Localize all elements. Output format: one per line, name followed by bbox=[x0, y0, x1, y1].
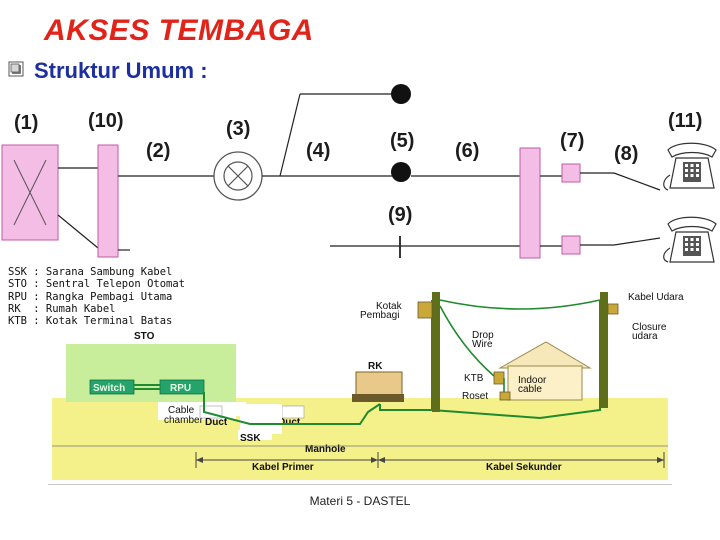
label-6: (6) bbox=[455, 140, 480, 162]
label-4: (4) bbox=[306, 140, 331, 162]
footer-text: Materi 5 - DASTEL bbox=[309, 494, 411, 508]
duct-box bbox=[281, 405, 305, 419]
secondary-cable bbox=[431, 300, 601, 420]
roset-box bbox=[561, 235, 581, 255]
manhole bbox=[240, 404, 282, 434]
bullet-icon bbox=[8, 61, 24, 77]
label-5: (5) bbox=[390, 130, 415, 152]
indoor-cable-label: cable bbox=[518, 384, 542, 395]
sto-building bbox=[66, 344, 236, 402]
subtitle: Struktur Umum : bbox=[34, 58, 208, 83]
slide-title: AKSES TEMBAGA bbox=[44, 14, 314, 47]
legend-item: KTB : Kotak Terminal Batas bbox=[8, 315, 173, 328]
switch-label: Switch bbox=[93, 383, 125, 394]
kotak-pembagi-label: Kotak bbox=[376, 301, 403, 312]
label-10: (10) bbox=[88, 110, 124, 132]
junction-dot bbox=[391, 162, 411, 182]
cable-line bbox=[613, 172, 661, 191]
label-1: (1) bbox=[14, 112, 39, 134]
rk-base bbox=[352, 394, 404, 402]
ktb-label: KTB bbox=[464, 373, 484, 384]
pole bbox=[600, 292, 608, 408]
ssk-label: SSK bbox=[240, 433, 261, 444]
sto-label: STO bbox=[134, 331, 155, 342]
label-9: (9) bbox=[388, 204, 413, 226]
kabel-sekunder-label: Kabel Sekunder bbox=[486, 462, 562, 473]
switch-box bbox=[89, 379, 135, 395]
roset-box bbox=[499, 391, 511, 401]
secondary-cable bbox=[379, 300, 433, 411]
arrow-head bbox=[378, 457, 385, 463]
schematic-diagram bbox=[1, 84, 717, 263]
legend-item: RPU : Rangka Pembagi Utama bbox=[8, 290, 173, 303]
telephone-icon bbox=[663, 216, 717, 263]
pole bbox=[432, 292, 440, 412]
primary-cable bbox=[203, 392, 381, 425]
legend-item: RK : Rumah Kabel bbox=[8, 302, 116, 315]
closure-udara-label: udara bbox=[632, 331, 658, 342]
house-body bbox=[507, 365, 583, 401]
drop-wire bbox=[439, 305, 495, 377]
label-7: (7) bbox=[560, 130, 585, 152]
ktb-bar bbox=[519, 147, 541, 259]
junction-dot bbox=[391, 84, 411, 104]
cable-line bbox=[279, 93, 301, 177]
rpu-box bbox=[159, 379, 205, 395]
label-3: (3) bbox=[226, 118, 251, 140]
ssk-box bbox=[238, 430, 272, 440]
label-8: (8) bbox=[614, 143, 639, 165]
rpu-label: RPU bbox=[170, 383, 191, 394]
aerial-cable bbox=[439, 299, 601, 310]
closure-box bbox=[607, 303, 619, 315]
label-2: (2) bbox=[146, 140, 171, 162]
indoor-cable-label: Indoor bbox=[518, 375, 547, 386]
house-roof bbox=[498, 341, 592, 369]
cable-line bbox=[57, 214, 99, 249]
switch-cross-line bbox=[227, 165, 249, 187]
arrow-head bbox=[371, 457, 378, 463]
closure-udara-label: Closure bbox=[632, 322, 667, 333]
roset-box bbox=[561, 163, 581, 183]
duct-box bbox=[199, 405, 223, 419]
arrow-head bbox=[196, 457, 203, 463]
duct-label: Duct bbox=[278, 417, 301, 428]
kotak-pembagi-label: Pembagi bbox=[360, 310, 399, 321]
drop-wire-label: Drop bbox=[472, 330, 494, 341]
telephone-icon bbox=[663, 142, 717, 191]
cable-chamber-label: chamber bbox=[164, 415, 204, 426]
cable-chamber-label: Cable bbox=[168, 405, 195, 416]
legend-item: SSK : Sarana Sambung Kabel bbox=[8, 266, 173, 278]
cable-chamber bbox=[158, 402, 236, 420]
kabel-primer-label: Kabel Primer bbox=[252, 462, 314, 473]
ktb-box bbox=[493, 371, 505, 385]
ground-area bbox=[52, 398, 668, 480]
rpu-bar bbox=[97, 144, 119, 258]
kotak-pembagi-box bbox=[417, 301, 433, 319]
drop-wire-label: Wire bbox=[472, 339, 493, 350]
chamber-slot bbox=[230, 402, 246, 416]
duct-label: Duct bbox=[205, 417, 228, 428]
manhole-label: Manhole bbox=[305, 444, 346, 455]
rk-label: RK bbox=[368, 361, 383, 372]
arrow-head bbox=[657, 457, 664, 463]
box-cross-line bbox=[13, 159, 47, 226]
rk-cabinet bbox=[355, 371, 403, 397]
label-11: (11) bbox=[668, 110, 703, 132]
kabel-udara-label: Kabel Udara bbox=[628, 292, 684, 303]
cable-line bbox=[613, 237, 661, 246]
roset-label: Roset bbox=[462, 391, 488, 402]
legend-item: STO : Sentral Telepon Otomat bbox=[8, 278, 186, 291]
footer-divider bbox=[48, 484, 672, 485]
